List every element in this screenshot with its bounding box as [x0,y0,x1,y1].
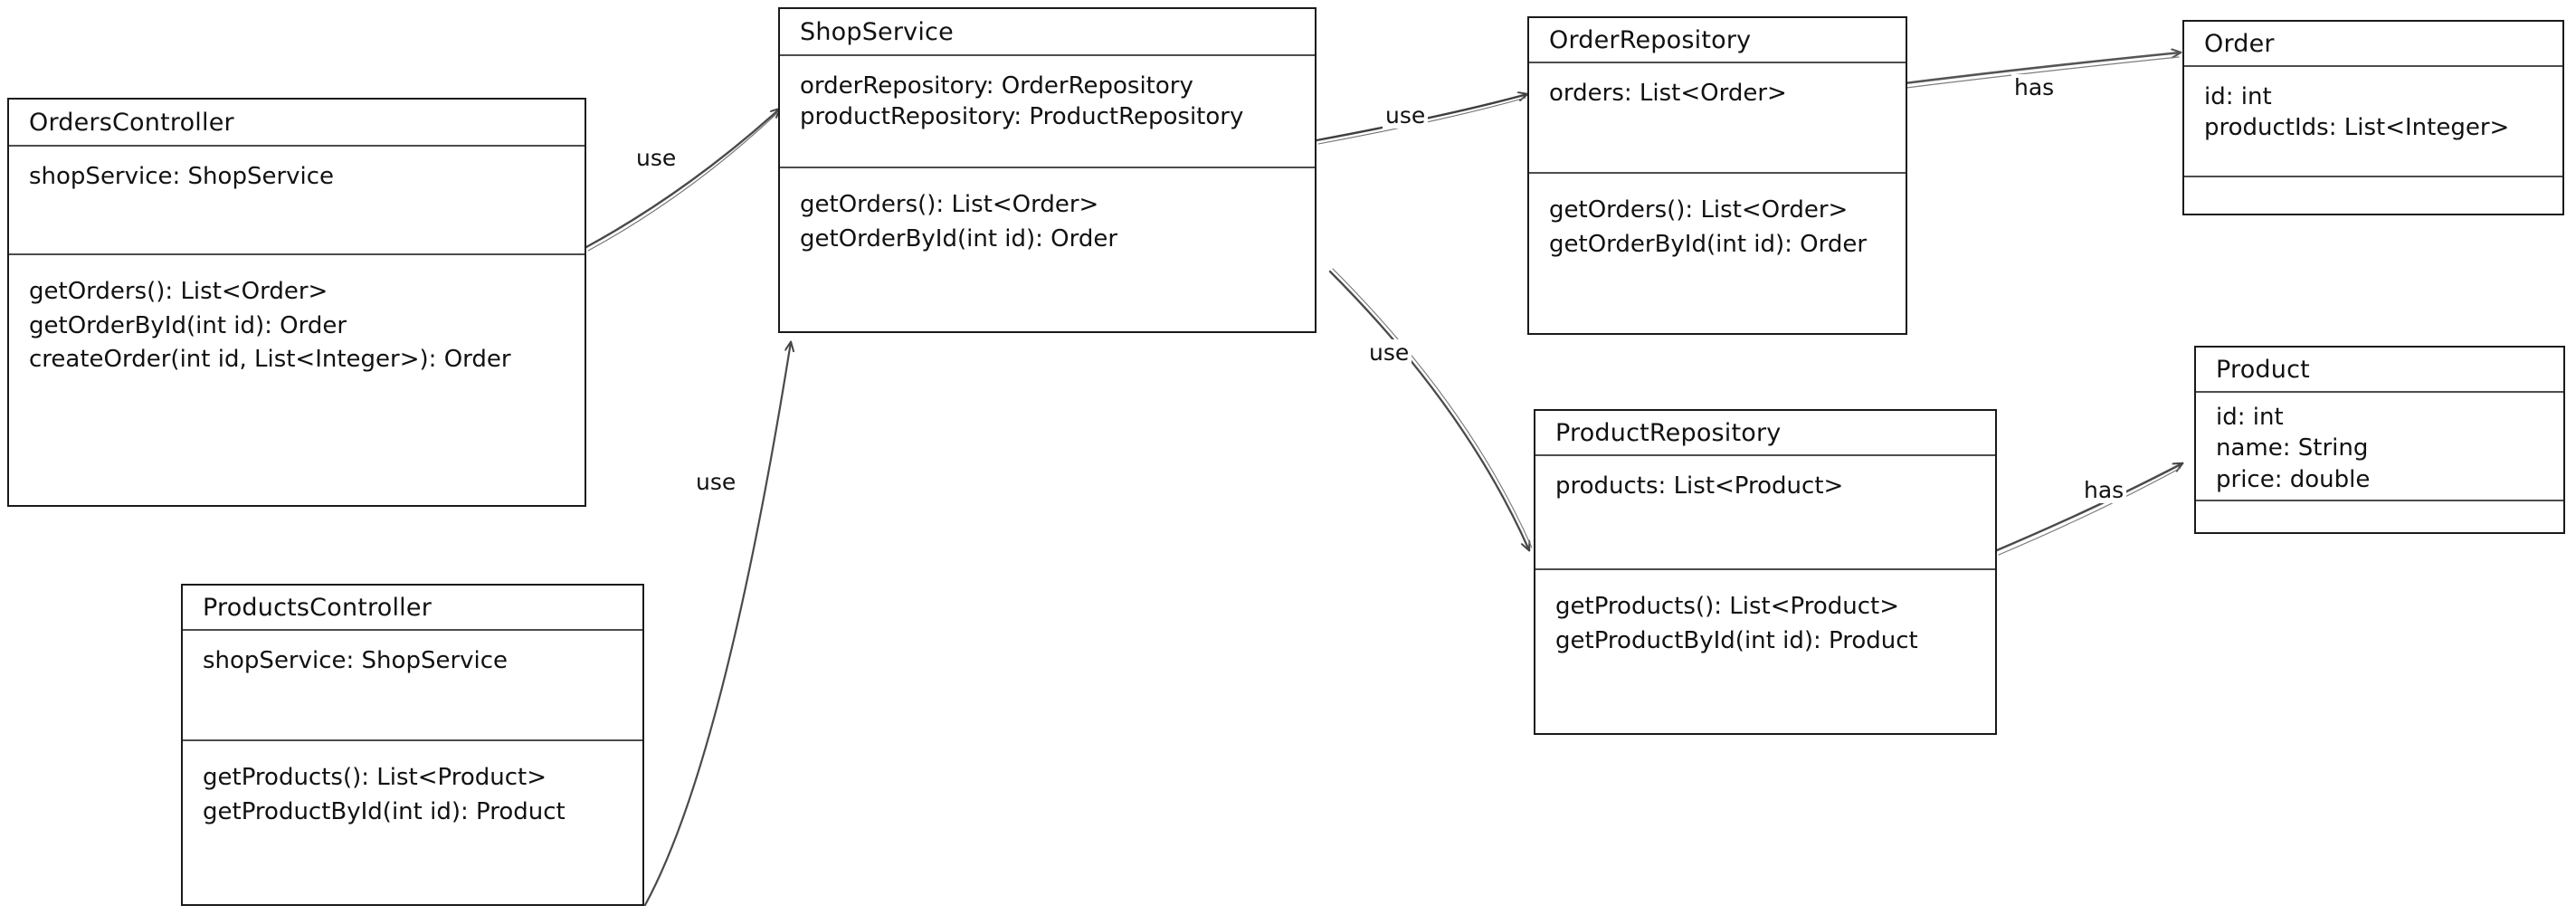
class-box-orders-controller[interactable]: OrdersController shopService: ShopServic… [7,98,586,507]
edge-label-shop-service-product-repository: use [1366,339,1412,366]
class-attributes-products-controller: shopService: ShopService [183,631,642,741]
method-row: getOrders(): List<Order> [29,278,328,305]
attribute-row: productRepository: ProductRepository [800,103,1244,131]
edge-label-product-repository-product: has [2081,477,2127,503]
class-title-orders-controller: OrdersController [9,100,585,147]
class-attributes-shop-service: orderRepository: OrderRepository product… [780,56,1315,168]
class-methods-shop-service: getOrders(): List<Order> getOrderById(in… [780,168,1315,331]
method-row: getProductById(int id): Product [1555,626,1918,654]
class-methods-order-repository: getOrders(): List<Order> getOrderById(in… [1529,174,1906,333]
class-box-order-repository[interactable]: OrderRepository orders: List<Order> getO… [1527,16,1907,335]
class-box-product[interactable]: Product id: int name: String price: doub… [2194,346,2565,534]
attribute-row: price: double [2216,465,2371,493]
attribute-row: shopService: ShopService [29,163,335,190]
class-title-product: Product [2196,348,2563,393]
method-row: getProductById(int id): Product [203,797,566,825]
attribute-row: products: List<Product> [1555,472,1844,500]
method-row: getOrderById(int id): Order [800,224,1118,253]
edge-label-order-repository-order: has [2011,74,2058,100]
class-box-products-controller[interactable]: ProductsController shopService: ShopServ… [181,584,644,906]
class-attributes-product-repository: products: List<Product> [1535,456,1995,570]
method-row: getOrders(): List<Order> [800,191,1099,218]
class-attributes-order-repository: orders: List<Order> [1529,63,1906,174]
edge-products-controller-to-shop-service [643,342,791,907]
class-methods-product [2196,501,2563,532]
edge-label-orders-controller-shop-service: use [633,145,680,171]
class-box-product-repository[interactable]: ProductRepository products: List<Product… [1534,409,1997,735]
class-box-order[interactable]: Order id: int productIds: List<Integer> [2182,20,2564,215]
class-attributes-orders-controller: shopService: ShopService [9,147,585,255]
class-title-product-repository: ProductRepository [1535,411,1995,456]
class-attributes-product: id: int name: String price: double [2196,393,2563,501]
attribute-row: id: int [2216,404,2284,431]
attribute-row: orders: List<Order> [1549,80,1787,107]
class-methods-orders-controller: getOrders(): List<Order> getOrderById(in… [9,255,585,505]
class-methods-order [2184,177,2562,214]
class-methods-products-controller: getProducts(): List<Product> getProductB… [183,741,642,904]
class-title-products-controller: ProductsController [183,586,642,631]
attribute-row: shopService: ShopService [203,647,509,674]
method-row: getProducts(): List<Product> [1555,593,1900,620]
edge-shop-service-to-product-repository [1328,268,1533,550]
class-attributes-order: id: int productIds: List<Integer> [2184,67,2562,177]
class-title-shop-service: ShopService [780,9,1315,56]
method-row: createOrder(int id, List<Integer>): Orde… [29,346,511,374]
attribute-row: productIds: List<Integer> [2204,114,2510,142]
class-title-order: Order [2184,22,2562,67]
class-box-shop-service[interactable]: ShopService orderRepository: OrderReposi… [778,7,1317,333]
method-row: getOrders(): List<Order> [1549,196,1849,224]
attribute-row: name: String [2216,434,2369,462]
method-row: getProducts(): List<Product> [203,764,547,791]
method-row: getOrderById(int id): Order [1549,230,1868,258]
edge-label-products-controller-shop-service: use [693,469,739,495]
edge-label-shop-service-order-repository: use [1383,102,1429,129]
attribute-row: orderRepository: OrderRepository [800,72,1193,100]
class-methods-product-repository: getProducts(): List<Product> getProductB… [1535,570,1995,733]
class-title-order-repository: OrderRepository [1529,18,1906,63]
method-row: getOrderById(int id): Order [29,311,347,339]
attribute-row: id: int [2204,83,2272,110]
edge-orders-controller-to-shop-service [585,109,780,252]
